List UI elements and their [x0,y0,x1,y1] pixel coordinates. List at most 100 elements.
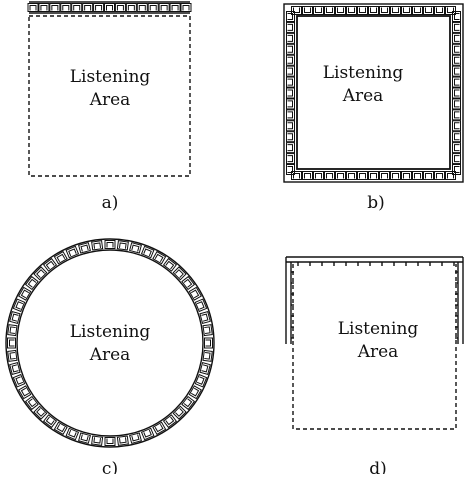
loudspeaker-icon [286,32,295,44]
loudspeaker-icon [286,131,295,143]
loudspeaker-icon [452,65,461,77]
panel-a-caption: a) [102,193,119,213]
loudspeaker-icon [104,240,116,249]
loudspeaker-icon [158,3,170,12]
loudspeaker-icon [412,171,423,180]
loudspeaker-icon [286,21,295,33]
loudspeaker-icon [286,76,295,88]
loudspeaker-icon [116,240,129,251]
loudspeaker-icon [368,171,379,180]
loudspeaker-icon [357,171,368,180]
panel-d: Listening Area d) [285,256,464,479]
loudspeaker-icon [7,349,18,362]
loudspeaker-icon [434,171,445,180]
loudspeaker-icon [452,87,461,99]
loudspeaker-icon [434,6,445,15]
loudspeaker-icon [379,171,390,180]
panel-d-listening-area-boundary [292,264,457,430]
panel-b-listening-area-boundary [296,15,451,170]
panel-c-label-line2: Area [89,345,131,365]
loudspeaker-icon [7,337,16,349]
loudspeaker-icon [286,43,295,55]
panel-b: Listening Area b) [283,3,464,213]
loudspeaker-icon [49,3,61,12]
loudspeaker-icon [202,349,213,362]
loudspeaker-icon [346,171,357,180]
loudspeaker-icon [286,142,295,154]
loudspeaker-icon [452,54,461,66]
loudspeaker-icon [452,43,461,55]
loudspeaker-icon [204,337,213,349]
loudspeaker-icon [114,3,126,12]
loudspeaker-icon [324,171,335,180]
loudspeaker-icon [423,6,434,15]
loudspeaker-icon [147,3,159,12]
loudspeaker-icon [125,3,137,12]
panel-b-label-line1: Listening [323,63,404,83]
loudspeaker-icon [33,405,48,420]
loudspeaker-icon [172,266,187,281]
loudspeaker-icon [93,3,105,12]
loudspeaker-icon [116,435,129,446]
loudspeaker-icon [324,6,335,15]
loudspeaker-icon [136,3,148,12]
loudspeaker-icon [357,6,368,15]
loudspeaker-icon [335,171,346,180]
loudspeaker-icon [452,120,461,132]
loudspeaker-icon [38,3,50,12]
panel-b-label-line2: Area [342,86,384,106]
loudspeaker-icon [7,324,18,337]
panel-b-caption: b) [367,193,385,213]
loudspeaker-icon [286,87,295,99]
panel-c-caption: c) [102,459,118,474]
loudspeaker-icon [452,153,461,165]
loudspeaker-icon [78,242,91,254]
panel-a-label-line1: Listening [70,67,151,87]
loudspeaker-icon [302,171,313,180]
loudspeaker-icon [129,242,142,254]
loudspeaker-icon [401,171,412,180]
loudspeaker-icon [452,98,461,110]
loudspeaker-icon [286,109,295,121]
loudspeaker-icon [452,142,461,154]
panel-c-speaker-ring [5,238,215,448]
loudspeaker-icon [452,76,461,88]
loudspeaker-icon [313,6,324,15]
panel-a-speaker-array [27,1,192,14]
loudspeaker-icon [91,435,104,446]
loudspeaker-icon [91,240,104,251]
loudspeaker-icon [129,432,142,444]
loudspeaker-icon [9,362,21,375]
loudspeaker-icon [71,3,83,12]
loudspeaker-icon [172,405,187,420]
panel-b-speaker-enclosure [283,3,464,183]
loudspeaker-icon [180,3,192,12]
loudspeaker-icon [390,171,401,180]
loudspeaker-icon [199,311,211,324]
loudspeaker-icon [452,131,461,143]
loudspeaker-icon [199,362,211,375]
loudspeaker-icon [82,3,94,12]
loudspeaker-icon [169,3,181,12]
panel-a-label-line2: Area [89,90,131,110]
panel-a-listening-area-boundary [28,15,191,177]
loudspeaker-icon [9,311,21,324]
loudspeaker-icon [104,437,116,446]
panel-d-caption: d) [369,459,387,474]
loudspeaker-icon [104,3,115,12]
loudspeaker-icon [60,3,72,12]
panel-a: Listening Area a) [27,1,192,213]
loudspeaker-icon [27,3,39,12]
loudspeaker-icon [346,6,357,15]
loudspeaker-icon [286,153,295,165]
loudspeaker-icon [313,171,324,180]
loudspeaker-icon [286,98,295,110]
panel-c: Listening Area c) [5,238,215,479]
loudspeaker-icon [78,432,91,444]
loudspeaker-icon [368,6,379,15]
loudspeaker-icon [302,6,313,15]
loudspeaker-icon [379,6,390,15]
loudspeaker-icon [412,6,423,15]
